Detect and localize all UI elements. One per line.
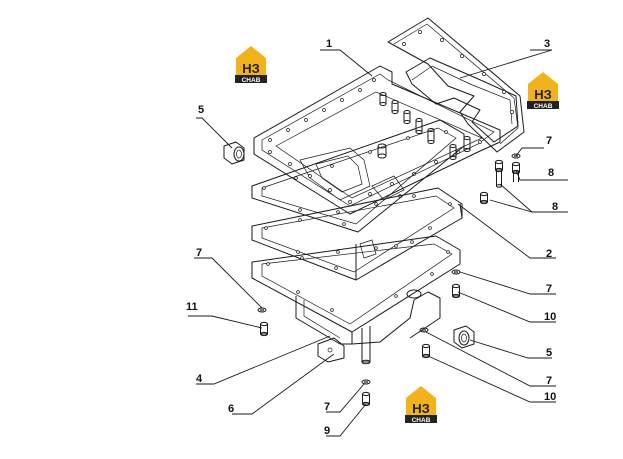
bolt-part-11 [260,321,268,337]
bracket-part-6 [317,337,345,363]
callout-7-right-mid: 7 [546,283,552,295]
callout-7-left: 7 [196,247,202,259]
callout-7-bottom: 7 [324,401,330,413]
svg-text:НЗ: НЗ [242,61,260,76]
svg-text:CHAB: CHAB [412,417,431,424]
washer-part-7 [257,307,267,313]
plug-part-5-lower [453,325,475,349]
svg-text:НЗ: НЗ [534,87,552,102]
bolt-part-10 [452,283,460,299]
stud-group [377,92,471,160]
callout-3: 3 [544,38,550,50]
callout-1: 1 [326,38,332,50]
washer-part-7 [419,327,429,333]
callout-4: 4 [196,373,203,385]
callout-5-upper: 5 [198,104,204,116]
callout-labels: 1 2 3 4 5 5 6 7 7 7 7 7 8 8 9 10 10 11 [186,38,558,437]
leader-lines [188,49,568,437]
svg-text:НЗ: НЗ [412,401,430,416]
watermark-logo: НЗ CHAB [405,386,437,424]
washer-part-7 [451,269,461,275]
watermark-logo: НЗ CHAB [235,46,267,84]
lower-pan-part-4 [251,235,461,365]
svg-text:CHAB: CHAB [242,77,261,84]
bolt-part-8 [512,161,520,182]
callout-9: 9 [324,425,330,437]
callout-7-top-right: 7 [546,135,552,147]
watermark-logo: НЗ CHAB [527,72,559,110]
bolt-part-8 [495,159,503,188]
svg-text:CHAB: CHAB [534,103,553,110]
callout-2: 2 [546,248,552,260]
bolt-part-9 [362,391,370,407]
callout-6: 6 [228,403,234,415]
washer-part-7 [361,379,371,385]
callout-5-lower: 5 [546,347,552,359]
top-frame-part-1 [253,65,501,215]
gasket-upper [251,119,465,233]
cover-plate-part-3 [387,17,525,153]
callout-7-lower-right: 7 [546,375,552,387]
plug-part-5 [223,141,245,165]
callout-10-lower: 10 [544,391,556,403]
oil-pan-part-2 [251,187,463,281]
callout-8-first: 8 [548,167,554,179]
washer-part-7 [511,153,521,159]
bolt-part-8 [480,191,488,205]
callout-8-second: 8 [552,201,558,213]
bolt-part-10 [422,343,430,359]
callout-11: 11 [186,301,198,313]
callout-10-upper: 10 [544,311,556,323]
